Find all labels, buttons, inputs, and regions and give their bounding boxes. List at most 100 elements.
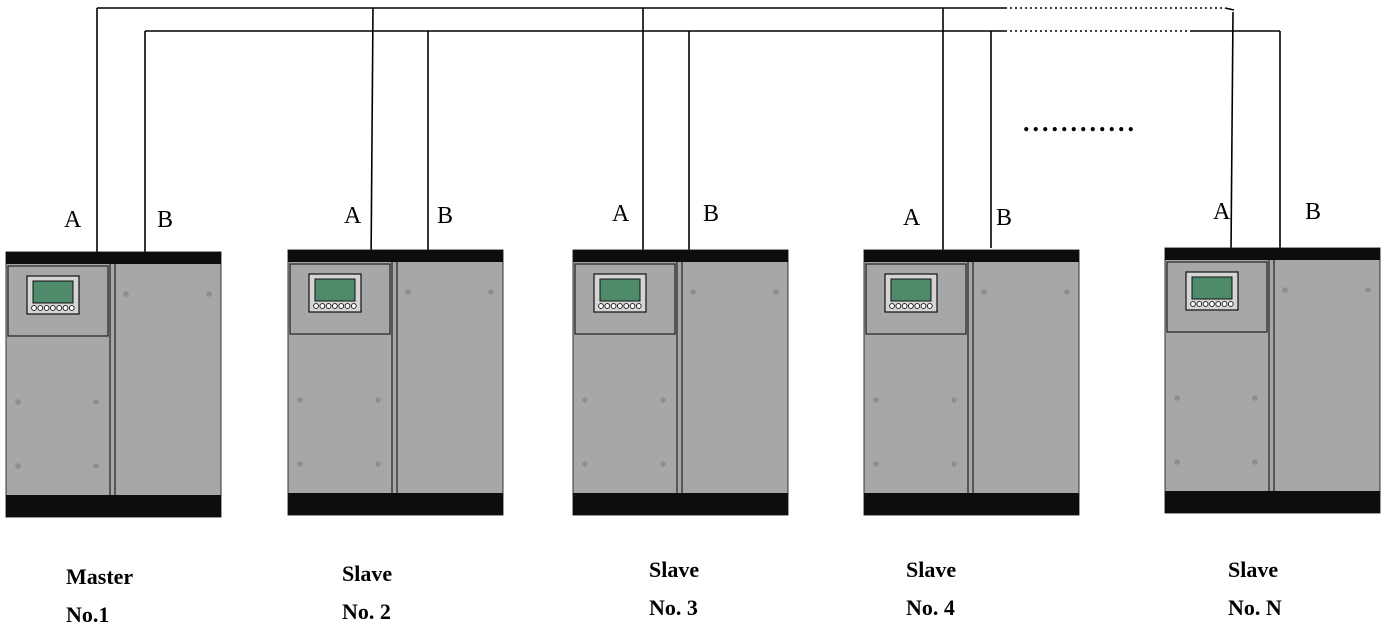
- keypad-button: [604, 303, 611, 309]
- keypad-button: [895, 303, 902, 309]
- control-panel: [865, 263, 967, 335]
- door-bolt: [1174, 459, 1180, 465]
- keypad-button: [62, 305, 69, 311]
- door-bolt: [405, 289, 411, 295]
- control-panel: [7, 265, 109, 337]
- door-bolt: [582, 461, 588, 467]
- door-bolt: [660, 397, 666, 403]
- cabinet-top-band: [6, 252, 221, 264]
- keypad-button: [920, 303, 927, 309]
- keypad-button: [629, 303, 636, 309]
- compressor-cabinet: [1164, 247, 1381, 514]
- keypad-button: [1209, 301, 1215, 307]
- keypad-button: [50, 305, 56, 311]
- cabinets: [5, 247, 1381, 518]
- unit-caption-4: Slave No. 4: [906, 551, 956, 627]
- keypad-button: [908, 303, 914, 309]
- terminal-b-label-3: B: [703, 201, 720, 227]
- keypad-button: [43, 305, 50, 311]
- door-bolt: [1365, 287, 1371, 293]
- compressor-cabinet: [5, 251, 222, 518]
- door-bolt: [297, 397, 303, 403]
- keypad-button: [901, 303, 908, 309]
- control-panel: [574, 263, 676, 335]
- terminal-a-label-1: A: [64, 207, 82, 233]
- unit-number: No.1: [66, 602, 110, 627]
- keypad-button: [325, 303, 332, 309]
- keypad-button: [635, 303, 642, 309]
- door-bolt: [660, 461, 666, 467]
- door-bolt: [123, 291, 129, 297]
- cabinet-base: [864, 493, 1079, 515]
- keypad-button: [319, 303, 326, 309]
- door-bolt: [1174, 395, 1180, 401]
- unit-caption-n: Slave No. N: [1228, 551, 1282, 627]
- door-bolt: [375, 397, 381, 403]
- keypad-button: [617, 303, 623, 309]
- unit-number: No. 4: [906, 595, 955, 620]
- display-screen: [314, 278, 356, 302]
- terminal-a-label-2: A: [344, 203, 362, 229]
- keypad-button: [350, 303, 357, 309]
- keypad-button: [31, 305, 37, 311]
- keypad-button: [338, 303, 345, 309]
- door-bolt: [873, 461, 879, 467]
- keypad-button: [1215, 301, 1222, 307]
- cabinet-top-band: [573, 250, 788, 262]
- continuation-dots: ............: [1023, 108, 1137, 137]
- keypad-button: [344, 303, 351, 309]
- unit-caption-2: Slave No. 2: [342, 555, 392, 631]
- unit-number: No. 2: [342, 599, 391, 624]
- keypad-button: [914, 303, 921, 309]
- drop-a-n: [1230, 11, 1234, 253]
- compressor-cabinet: [287, 249, 504, 516]
- door-bolt: [297, 461, 303, 467]
- keypad-button: [1190, 301, 1196, 307]
- door-bolt: [93, 463, 99, 469]
- bus-b: [144, 30, 1281, 254]
- keypad-button: [889, 303, 895, 309]
- keypad-button: [926, 303, 933, 309]
- unit-caption-1: Master No.1: [66, 558, 133, 634]
- display-screen: [890, 278, 932, 302]
- keypad-button: [1227, 301, 1234, 307]
- door-bolt: [1252, 395, 1258, 401]
- cabinet-top-band: [1165, 248, 1380, 260]
- door-bolt: [582, 397, 588, 403]
- terminal-b-label-n: B: [1305, 199, 1322, 225]
- keypad-button: [610, 303, 617, 309]
- keypad-button: [313, 303, 319, 309]
- terminal-b-label-1: B: [157, 207, 174, 233]
- door-bolt: [1252, 459, 1258, 465]
- door-bolt: [773, 289, 779, 295]
- terminal-b-label-4: B: [996, 205, 1013, 231]
- unit-number: No. N: [1228, 595, 1282, 620]
- cabinet-base: [1165, 491, 1380, 513]
- terminal-a-label-3: A: [612, 201, 630, 227]
- unit-number: No. 3: [649, 595, 698, 620]
- door-bolt: [375, 461, 381, 467]
- door-bolt: [15, 463, 21, 469]
- cabinet-base: [288, 493, 503, 515]
- door-bolt: [1282, 287, 1288, 293]
- keypad-button: [598, 303, 604, 309]
- keypad-button: [37, 305, 44, 311]
- keypad-button: [56, 305, 63, 311]
- door-bolt: [690, 289, 696, 295]
- unit-role: Slave: [649, 557, 700, 582]
- cabinet-top-band: [288, 250, 503, 262]
- door-bolt: [488, 289, 494, 295]
- keypad-button: [332, 303, 338, 309]
- display-screen: [599, 278, 641, 302]
- cabinet-top-band: [864, 250, 1079, 262]
- drop-a-2: [370, 7, 374, 267]
- door-bolt: [93, 399, 99, 405]
- door-bolt: [981, 289, 987, 295]
- keypad-button: [623, 303, 630, 309]
- keypad-button: [1221, 301, 1228, 307]
- door-bolt: [1064, 289, 1070, 295]
- display-screen: [1191, 276, 1233, 300]
- terminal-b-label-2: B: [437, 203, 454, 229]
- keypad-button: [1196, 301, 1203, 307]
